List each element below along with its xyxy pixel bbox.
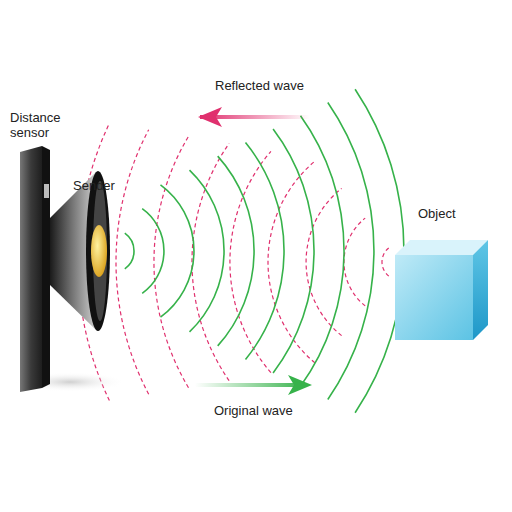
original-arrow <box>195 383 307 387</box>
original-wave-arc <box>125 233 134 269</box>
label: Original wave <box>214 403 324 418</box>
reflected-wave-arc <box>344 218 365 306</box>
waves <box>78 89 404 412</box>
cube-side <box>473 240 488 340</box>
original-wave-arc <box>355 89 404 412</box>
original-wave-arc <box>273 129 314 373</box>
speaker-rim <box>86 171 110 331</box>
reflected-wave-arc <box>268 161 315 363</box>
original-wave-arc <box>142 209 164 294</box>
original-wave-arc <box>328 103 374 400</box>
sensor-bar <box>20 146 42 392</box>
reflected-arrowhead <box>198 107 222 127</box>
reflected-wave-arc <box>154 136 189 387</box>
original-wave-arc <box>246 143 285 360</box>
original-wave-arc <box>161 185 194 317</box>
label: Distance sensor <box>10 110 72 140</box>
label: Object <box>418 206 478 221</box>
reflected-wave-arc <box>116 130 149 395</box>
label: Sender <box>73 178 133 193</box>
label: Reflected wave <box>215 78 325 93</box>
original-wave-arc <box>190 170 225 332</box>
original-wave-arc <box>301 116 345 387</box>
sensor-slot <box>44 184 49 198</box>
reflected-wave-arc <box>230 151 271 372</box>
cube-front <box>395 255 473 340</box>
original-arrowhead <box>288 375 312 395</box>
sensor-bar-side <box>42 146 50 388</box>
reflected-wave-arc <box>382 248 389 276</box>
original-wave-arc <box>218 156 254 346</box>
speaker-dome <box>91 225 107 277</box>
cube-top <box>395 240 488 255</box>
